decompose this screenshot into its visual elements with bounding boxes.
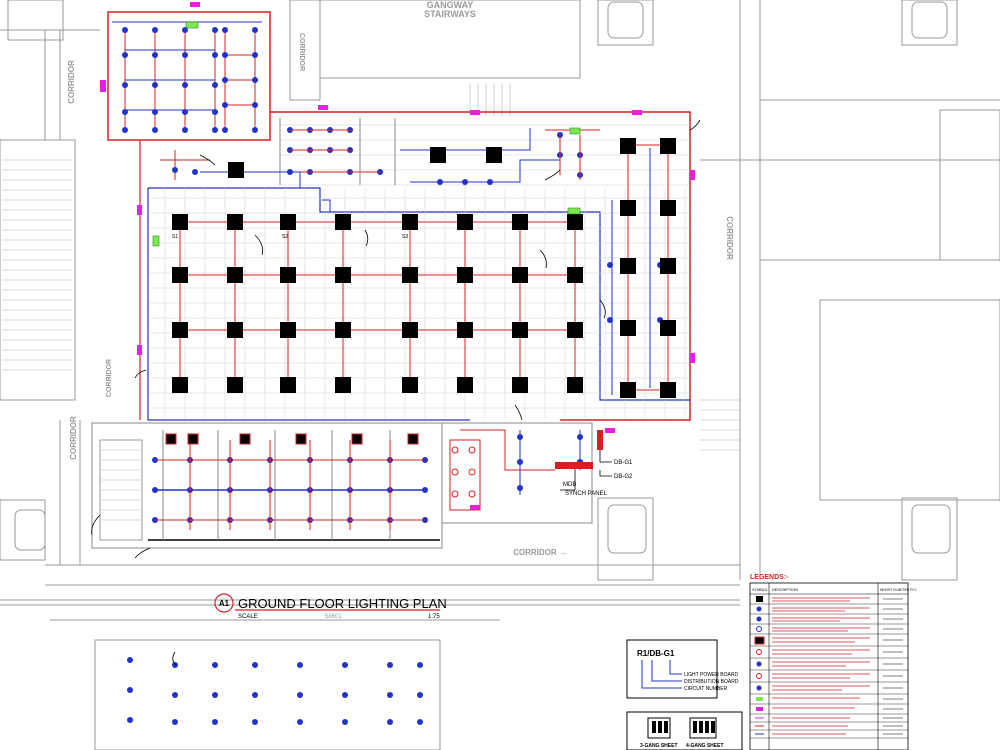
circuit-key-line1: LIGHT POWER BOARD bbox=[684, 672, 738, 678]
switch-label-s3: S3 bbox=[402, 234, 408, 240]
switch-label-s2: S2 bbox=[282, 234, 288, 240]
legend-table: LEGENDS:- SYMBOL DESCRIPTION HEIGHT IN M… bbox=[749, 574, 917, 750]
corridor-label-left: CORRIDOR bbox=[67, 60, 76, 104]
legend-board-symbol bbox=[756, 707, 763, 711]
corridor-label-bottom: CORRIDOR → bbox=[513, 548, 567, 557]
corridor-label-right: CORRIDOR bbox=[725, 216, 734, 260]
circuit-key-line3: CIRCUIT NUMBER bbox=[684, 686, 728, 692]
synch-panel-label: SYNCH PANEL bbox=[565, 491, 608, 497]
bottom-office-circuits bbox=[155, 429, 581, 540]
plan-title-block: A1 GROUND FLOOR LIGHTING PLAN SCALE 1:75… bbox=[214, 593, 447, 620]
panel-markers bbox=[100, 2, 695, 510]
legend-col-symbol: SYMBOL bbox=[752, 588, 768, 592]
stairways-label: STAIRWAYS bbox=[424, 9, 476, 19]
three-gang-switch-icon bbox=[647, 717, 671, 739]
callout-leaders bbox=[91, 119, 701, 666]
plan-title: GROUND FLOOR LIGHTING PLAN bbox=[238, 596, 447, 611]
plan-tag: A1 bbox=[219, 599, 230, 608]
circuit-key-line2: DISTRIBUTION BOARD bbox=[684, 679, 739, 685]
building-envelope bbox=[91, 11, 691, 549]
switch-label-s1: S1 bbox=[172, 234, 178, 240]
mdb-panels bbox=[555, 430, 612, 491]
four-gang-label: 4-GANG SHEET bbox=[686, 743, 724, 749]
switch-markers bbox=[152, 21, 581, 247]
corridor-label-mid-left: CORRIDOR bbox=[106, 359, 113, 397]
legend-switch-symbol bbox=[756, 697, 763, 701]
plan-tag-circle bbox=[214, 593, 234, 613]
sheet-code: 58601 bbox=[325, 614, 342, 620]
legend-col-height: HEIGHT IN METER F.F.L bbox=[880, 588, 917, 592]
bottom-office-fittings bbox=[165, 433, 419, 445]
switch-detail-box: 3-GANG SHEET 4-GANG SHEET bbox=[626, 711, 743, 750]
circuit-key-code: R1/DB-G1 bbox=[637, 649, 675, 658]
legend-col-description: DESCRIPTION bbox=[772, 588, 798, 592]
circuit-labels: S1 S2 S3 MDB SYNCH PANEL DB-G1 DB-G2 bbox=[172, 234, 633, 497]
legend-downlight-symbol bbox=[756, 606, 762, 612]
gangway-label: GANGWAY bbox=[427, 0, 474, 10]
area-labels: GANGWAY STAIRWAYS CORRIDOR CORRIDOR CORR… bbox=[67, 0, 734, 557]
db-g1-label: DB-G1 bbox=[614, 460, 633, 466]
recessed-panel-fittings bbox=[172, 138, 676, 398]
exit-fittings bbox=[451, 446, 476, 498]
db-g2-label: DB-G2 bbox=[614, 474, 633, 480]
top-left-room-circuits bbox=[124, 30, 256, 180]
mdb-label: MDB bbox=[563, 482, 576, 488]
plan-scale-word: SCALE bbox=[238, 614, 258, 620]
three-gang-label: 3-GANG SHEET bbox=[640, 743, 678, 749]
legend-panel-symbol bbox=[756, 596, 763, 602]
corridor-label-top: CORRIDOR bbox=[298, 33, 305, 71]
corridor-label-lower-left: CORRIDOR bbox=[69, 416, 78, 460]
circuit-key-box: R1/DB-G1 LIGHT POWER BOARD DISTRIBUTION … bbox=[626, 639, 739, 699]
plan-scale-value: 1:75 bbox=[428, 614, 440, 620]
four-gang-switch-icon bbox=[689, 717, 717, 739]
legend-title: LEGENDS:- bbox=[750, 574, 789, 581]
